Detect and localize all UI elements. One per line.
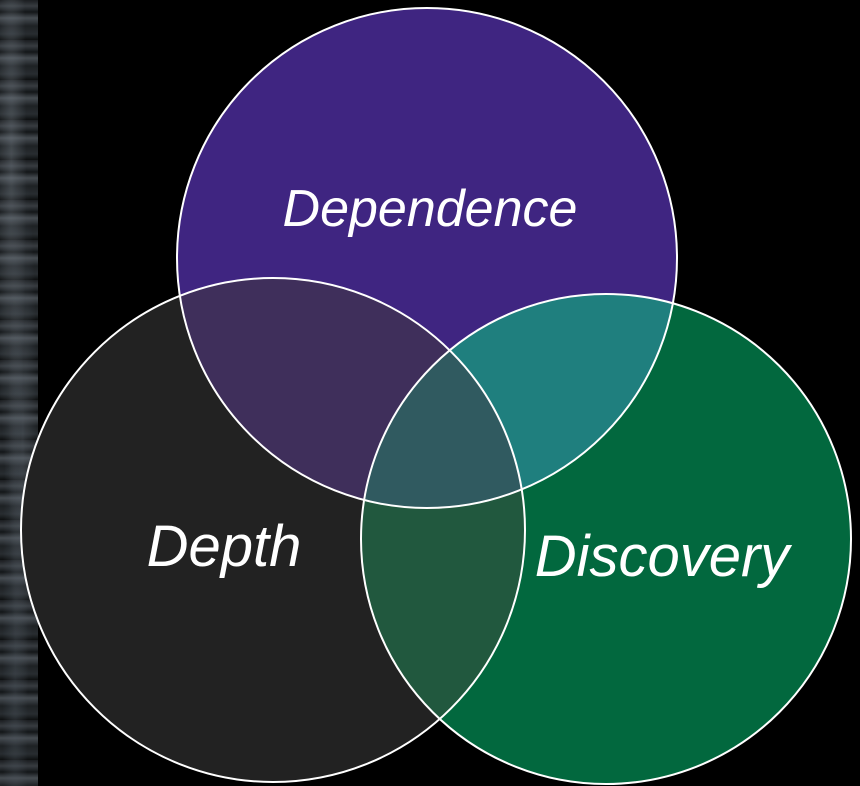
label-dependence: Dependence — [283, 180, 578, 238]
outline-depth — [20, 277, 526, 783]
background-photo-strip — [0, 0, 38, 786]
outline-discovery — [360, 293, 852, 785]
overlap-center — [361, 294, 525, 508]
label-depth: Depth — [147, 514, 302, 579]
outline-dependence — [176, 7, 678, 509]
overlap-dependence-depth — [177, 278, 525, 508]
label-discovery: Discovery — [535, 524, 793, 589]
